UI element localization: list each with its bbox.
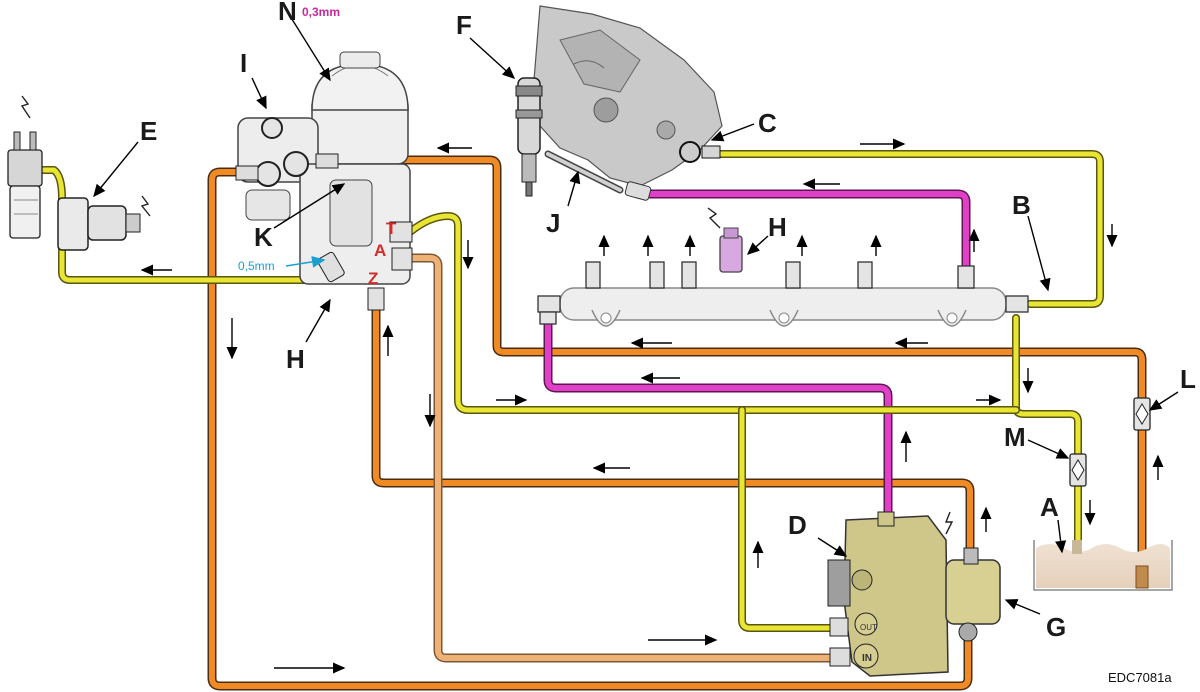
label-h-rail: H	[768, 212, 787, 242]
label-d: D	[788, 510, 807, 540]
pipe-network	[40, 150, 1147, 691]
label-g: G	[1046, 612, 1066, 642]
fuel-heater-connector	[7, 131, 43, 239]
fuel-filter	[235, 51, 413, 311]
label-b: B	[1012, 190, 1031, 220]
label-c: C	[758, 108, 777, 138]
label-m: M	[1004, 422, 1026, 452]
pressure-pipe-connector	[544, 150, 652, 201]
sensor-c	[679, 141, 721, 163]
return-lines	[40, 150, 1104, 632]
label-l: L	[1180, 364, 1196, 394]
label-e: E	[140, 116, 157, 146]
check-valve-l	[1133, 397, 1151, 431]
label-j: J	[546, 208, 560, 238]
cylinder-head	[533, 5, 723, 187]
lightning-icon	[20, 95, 954, 535]
high-pressure-pump	[827, 511, 1001, 677]
flow-arrows	[140, 138, 1164, 674]
annotation-filter-orifice: 0,3mm	[302, 5, 340, 19]
fuel-tank	[1033, 540, 1173, 591]
high-pressure-lines	[543, 189, 971, 517]
orange-lines	[207, 155, 1147, 691]
label-i: I	[240, 48, 247, 78]
annotation-return-orifice: 0,5mm	[238, 259, 275, 273]
common-rail	[537, 227, 1029, 327]
pump-port-in: IN	[862, 653, 872, 664]
label-n: N	[278, 0, 297, 26]
callout-lines	[93, 15, 1179, 615]
port-z: Z	[368, 269, 378, 288]
rail-pressure-sensor	[719, 235, 743, 273]
port-a: A	[374, 241, 386, 260]
label-f: F	[456, 10, 472, 40]
diagram-code: EDC7081a	[1108, 670, 1172, 685]
prefeed-pump-e	[57, 197, 141, 251]
pump-port-out: OUT	[860, 623, 877, 632]
check-valve-m	[1069, 453, 1087, 487]
label-a: A	[1040, 492, 1059, 522]
label-h-left: H	[286, 344, 305, 374]
label-k: K	[254, 222, 273, 252]
injector	[515, 77, 543, 197]
port-t: T	[386, 219, 397, 238]
suction-line	[405, 253, 835, 663]
component-labels: N 0,3mm I F C E B K J H H 0,5mm T A Z D …	[140, 0, 1196, 685]
